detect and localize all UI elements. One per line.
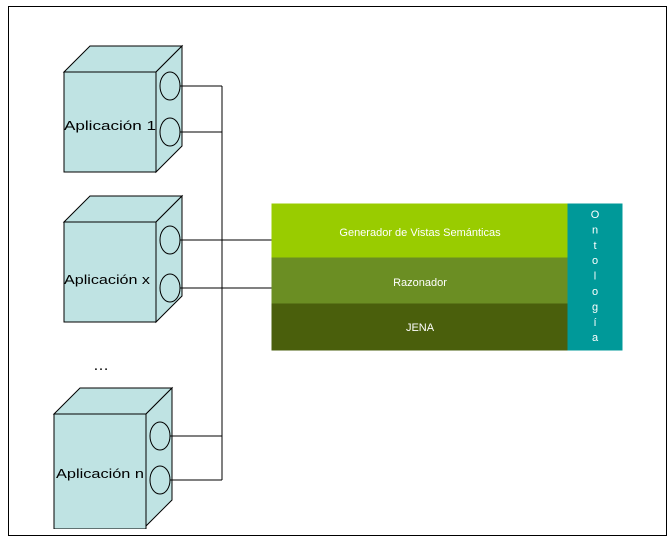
port-icon [159,225,181,255]
software-stack: Generador de Vistas Semánticas Razonador… [271,203,569,351]
stack-layer-generador [271,203,569,259]
app-cube-x: Aplicación x [62,194,184,324]
port-icon [159,71,181,101]
app-label-n: Aplicación n [56,466,144,481]
stack-label-jena: JENA [406,322,435,334]
stack-layer-jena [271,303,569,351]
cube-front-face [63,221,157,323]
ontology-rect [567,203,623,351]
ontology-letter: O [591,209,600,221]
port-icon [149,421,171,451]
app-cube-1: Aplicación 1 [62,44,184,174]
ontology-letter: a [592,332,599,344]
ellipsis: … [93,357,109,374]
app-label-x: Aplicación x [64,272,151,287]
stack-label-generador: Generador de Vistas Semánticas [339,227,501,239]
connector-lines [170,85,272,481]
port-icon [159,117,181,147]
ontology-letter: g [592,301,598,313]
ontology-letter: o [592,286,598,298]
cube-front-face [63,71,157,173]
app-label-1: Aplicación 1 [64,118,156,133]
port-icon [159,273,181,303]
ontology-letter: t [593,240,596,252]
app-cube-n: Aplicación n [52,386,174,529]
cube-front-face [53,413,147,529]
ontology-letter: l [594,271,596,283]
ontology-letter: o [592,255,598,267]
stack-label-razonador: Razonador [393,277,447,289]
port-icon [149,465,171,495]
ontology-letter: n [592,224,598,236]
ontology-letter: í [593,317,596,329]
